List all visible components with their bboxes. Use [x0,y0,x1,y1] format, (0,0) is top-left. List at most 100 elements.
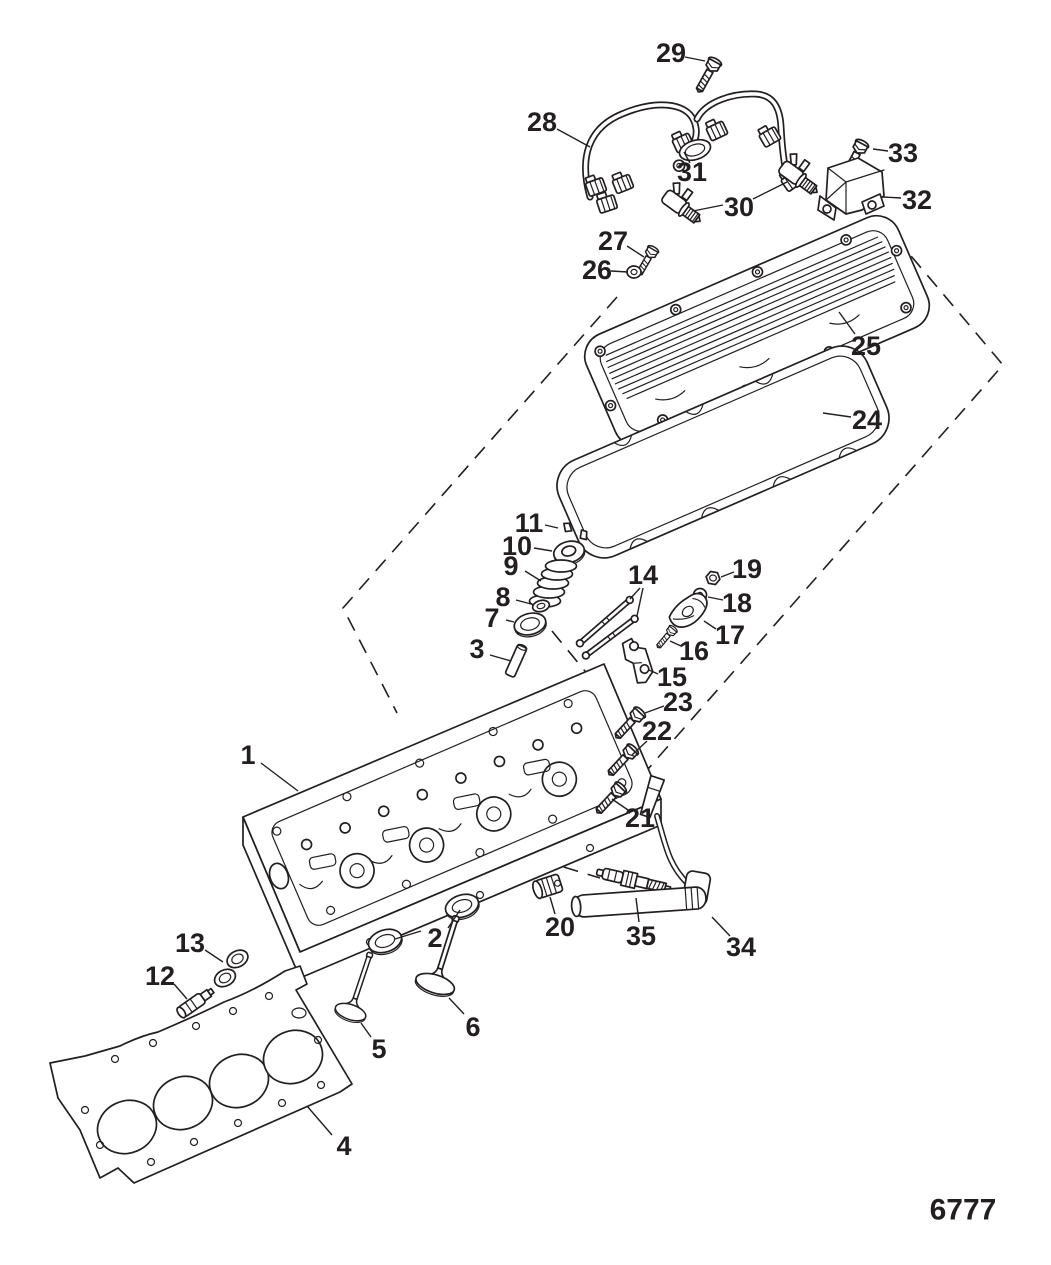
callout-14: 14 [628,560,658,617]
callout-1: 1 [240,740,299,792]
spring-seat [531,599,551,613]
leader-line-10 [533,547,553,552]
callout-2: 2 [394,909,461,953]
part-number-3: 3 [469,634,484,664]
callout-16: 16 [669,636,709,666]
callout-9: 9 [503,551,542,582]
part-number-14: 14 [628,560,658,590]
callout-31: 31 [677,151,707,187]
part-number-28: 28 [527,107,557,137]
leader-line-7 [505,619,515,623]
callout-19: 19 [720,554,762,584]
harness-retainer-clip [672,138,712,173]
part-number-7: 7 [484,603,499,633]
leader-line-5 [360,1022,372,1038]
valve-keepers [563,522,588,541]
leader-line-18 [707,596,724,601]
double-ring-gasket [213,949,249,988]
leader-line-3 [489,654,512,662]
leader-line-31 [683,151,691,164]
part-number-27: 27 [598,226,628,256]
check-valve-fitting [176,987,215,1019]
head-bosses [339,761,578,889]
spark-plug [595,867,677,897]
callout-24: 24 [822,405,882,435]
callout-6: 6 [448,997,481,1042]
part-number-24: 24 [852,405,882,435]
part-number-25: 25 [851,331,881,361]
cylinder-head [242,663,662,979]
head-gasket [49,965,353,1184]
exhaust-valve [334,951,374,1023]
leader-line-22 [631,740,648,756]
valve-lifter [532,873,564,900]
leader-line-26 [610,270,629,273]
callout-30: 30 [692,181,788,222]
valve-guide [504,643,528,678]
callout-32: 32 [882,185,932,215]
figure-number: 6777 [930,1194,997,1227]
leader-line-23 [644,705,665,714]
part-number-31: 31 [677,157,707,187]
leader-line-17 [703,620,717,630]
harness-bolt [691,54,724,97]
part-number-9: 9 [503,551,518,581]
part-number-29: 29 [656,38,686,68]
leader-line-1 [260,762,299,792]
callout-22: 22 [631,716,672,756]
part-number-12: 12 [145,961,175,991]
callout-layer: 1234567891011121314151617181920212223242… [145,38,932,1161]
callout-18: 18 [707,588,752,618]
callout-3: 3 [469,634,512,664]
leader-line-27 [626,245,645,258]
part-number-21: 21 [625,803,655,833]
intake-valve [414,914,460,997]
gasket-bolt-holes [80,991,326,1167]
callout-20: 20 [545,896,575,942]
valve-stem-oil-seal [513,612,547,638]
callout-4: 4 [306,1105,352,1161]
injector-wiring-harness [582,90,805,215]
callout-8: 8 [495,582,532,612]
valve-stem-seal [367,893,480,956]
callout-35: 35 [626,897,656,951]
spring-retainer [552,540,586,566]
part-number-11: 11 [515,508,544,538]
leader-line-19 [720,571,735,578]
rocker-stud-bolt [653,623,679,652]
callout-27: 27 [598,226,645,258]
part-number-13: 13 [175,928,205,958]
leader-line-24 [822,412,852,418]
part-number-15: 15 [657,662,687,692]
leader-line-15 [648,669,659,675]
head-bolt-holes [272,698,627,915]
leader-line-6 [448,997,465,1015]
callout-29: 29 [656,38,706,68]
callout-26: 26 [582,255,629,285]
rocker-pedestals [308,758,551,870]
rocker-arm-nut [705,570,721,586]
part-number-22: 22 [642,716,672,746]
leader-line-4 [306,1105,333,1136]
valve-cover-gasket [556,345,890,559]
part-number-17: 17 [715,620,745,650]
part-number-6: 6 [465,1012,480,1042]
projection-dashed-lines [342,217,1005,879]
leader-line-35 [635,897,640,923]
leader-line-25 [838,311,856,335]
leader-line-14 [629,587,641,600]
leader-line-21 [611,798,629,811]
leader-line-30 [752,181,788,200]
callout-23: 23 [644,687,693,717]
part-number-2: 2 [427,923,442,953]
spark-plug-wire [570,774,712,918]
cylinder-bores [96,1029,324,1155]
leader-line-28 [556,128,591,148]
part-number-4: 4 [336,1131,351,1161]
leader-line-2 [394,930,422,940]
leader-line-29 [684,56,706,62]
leader-line-30 [692,204,724,212]
callout-13: 13 [175,928,224,963]
part-number-33: 33 [888,138,918,168]
